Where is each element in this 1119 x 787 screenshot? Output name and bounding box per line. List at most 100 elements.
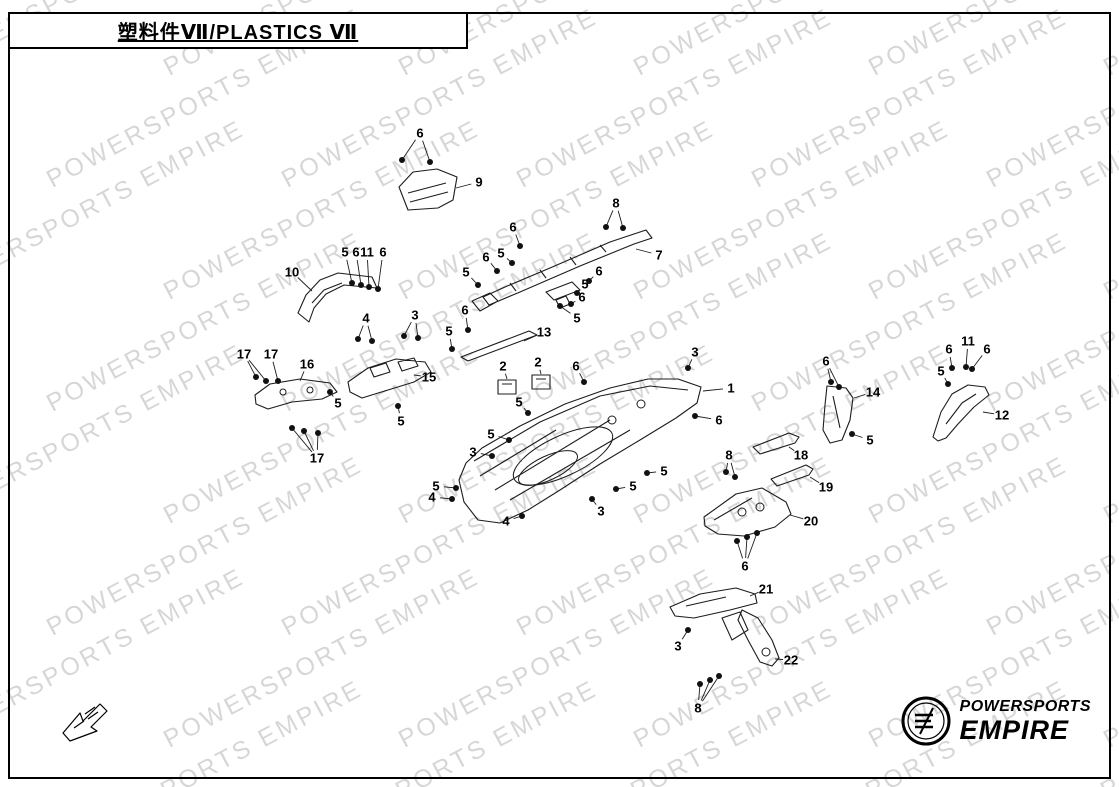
part-2-outline: [497, 374, 551, 395]
leader-line: [745, 536, 748, 559]
fastener-dot: [969, 366, 975, 372]
fastener-dot: [849, 431, 855, 437]
leader-line: [982, 411, 995, 415]
part-1-hole: [607, 415, 617, 425]
fastener-dot: [697, 681, 703, 687]
fastener-dot: [489, 453, 495, 459]
fastener-dot: [509, 260, 515, 266]
fastener-dot: [289, 425, 295, 431]
fastener-dot: [685, 365, 691, 371]
fastener-dot: [828, 379, 834, 385]
part-7-outline: [471, 229, 653, 312]
leader-line: [523, 334, 537, 342]
part-12-outline: [932, 384, 990, 442]
leader-line: [413, 374, 422, 377]
fastener-dot: [475, 282, 481, 288]
fastener-dot: [355, 336, 361, 342]
leader-lines: [247, 139, 995, 702]
leader-line: [700, 679, 711, 701]
part-1-hole: [636, 399, 646, 409]
logo-empire-text: EMPIRE: [959, 714, 1070, 745]
fastener-dot: [427, 159, 433, 165]
leader-line: [774, 658, 784, 660]
logo-powersports-text: POWERSPORTS: [959, 697, 1091, 715]
leader-line: [297, 277, 313, 292]
leader-line: [788, 446, 795, 451]
leader-line: [789, 514, 804, 520]
fastener-dot: [949, 365, 955, 371]
fastener-dot: [453, 485, 459, 491]
fastener-dot: [315, 430, 321, 436]
fastener-dot: [327, 389, 333, 395]
leader-line: [702, 388, 724, 392]
fastener-dot: [253, 374, 259, 380]
leader-line: [291, 427, 313, 453]
part-10-outline: [297, 272, 378, 323]
leader-line: [346, 259, 353, 284]
leader-line: [303, 430, 314, 451]
leader-line: [635, 248, 652, 254]
fastener-dot: [692, 413, 698, 419]
leader-line: [422, 140, 431, 163]
fastener-dot: [613, 486, 619, 492]
fastener-dot: [494, 268, 500, 274]
leader-line: [829, 367, 840, 388]
part-14-outline: [822, 385, 854, 444]
fastener-dot: [568, 301, 574, 307]
part-16-outline: [254, 378, 338, 410]
part-16-hole: [306, 386, 314, 394]
fastener-dot: [586, 278, 592, 284]
fastener-dot: [557, 303, 563, 309]
fastener-dot: [358, 282, 364, 288]
leader-line: [809, 476, 820, 484]
fastener-dot: [449, 496, 455, 502]
title-box: 塑料件Ⅶ/PLASTICS Ⅶ: [8, 12, 468, 49]
leader-line: [248, 359, 267, 382]
fastener-dot: [263, 378, 269, 384]
fastener-dot: [589, 496, 595, 502]
fastener-dot: [275, 378, 281, 384]
part-20-hole: [755, 502, 765, 512]
fastener-dot: [732, 474, 738, 480]
fastener-dot: [415, 335, 421, 341]
part-1-outline: [458, 378, 702, 524]
part-22-outline: [721, 609, 780, 667]
part-15-outline: [347, 357, 432, 399]
part-1-opening: [512, 426, 614, 486]
fastener-dot: [620, 225, 626, 231]
part-1-opening: [518, 450, 578, 486]
part-9-outline: [398, 168, 458, 211]
logo-text: POWERSPORTS EMPIRE: [959, 697, 1091, 745]
leader-line: [853, 393, 866, 399]
part-outlines: [254, 168, 990, 667]
fastener-dot: [685, 627, 691, 633]
fastener-dots: [253, 157, 975, 687]
empire-emblem-icon: [901, 696, 951, 746]
leader-line: [504, 373, 508, 380]
fastener-dot: [449, 346, 455, 352]
fastener-dot: [963, 364, 969, 370]
fastener-dot: [349, 280, 355, 286]
part-18-outline: [752, 432, 800, 455]
fastener-dot: [716, 673, 722, 679]
fastener-dot: [517, 243, 523, 249]
part-13-outline: [460, 330, 538, 362]
leader-line: [401, 139, 416, 161]
fastener-dot: [301, 428, 307, 434]
part-21-outline: [669, 587, 758, 619]
fastener-dot: [506, 437, 512, 443]
fastener-dot: [723, 469, 729, 475]
front-direction-icon: [62, 703, 108, 742]
leader-line: [965, 348, 968, 368]
leader-line: [539, 369, 542, 375]
leader-line: [367, 259, 370, 288]
fastener-dot: [744, 534, 750, 540]
leader-line: [749, 591, 759, 597]
leader-line: [702, 675, 720, 702]
fastener-dot: [399, 157, 405, 163]
fastener-dot: [395, 403, 401, 409]
part-20-outline: [703, 487, 792, 537]
fastener-dot: [574, 290, 580, 296]
part-20-hole: [737, 507, 747, 517]
